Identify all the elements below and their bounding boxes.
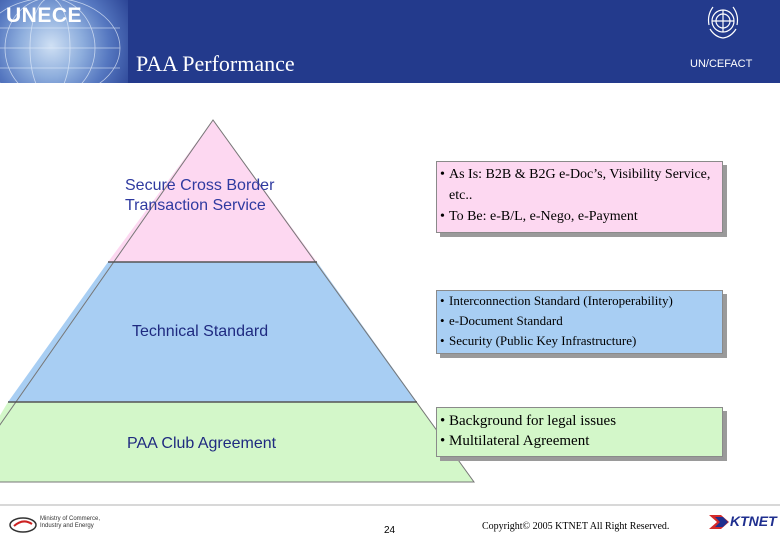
info-box-bottom: Background for legal issues Multilateral… <box>436 407 723 457</box>
page-number: 24 <box>384 525 396 536</box>
info-box-top: As Is: B2B & B2G e-Doc’s, Visibility Ser… <box>436 161 723 233</box>
info-box-middle: Interconnection Standard (Interoperabili… <box>436 290 723 354</box>
pyramid-tier-middle <box>8 262 417 402</box>
tier-label-technical-standard: Technical Standard <box>132 323 269 340</box>
pyramid-tier-bottom <box>0 402 474 482</box>
info-item: Multilateral Agreement <box>440 431 722 451</box>
info-item: Interconnection Standard (Interoperabili… <box>440 291 722 311</box>
tier-label-line2: Transaction Service <box>125 197 266 214</box>
ministry-name-line2: Industry and Energy <box>40 523 94 529</box>
info-item: Background for legal issues <box>440 411 722 431</box>
copyright-text: Copyright© 2005 KTNET All Right Reserved… <box>482 521 670 532</box>
info-item: Security (Public Key Infrastructure) <box>440 331 722 351</box>
ministry-name-line1: Ministry of Commerce, <box>40 516 101 522</box>
subtitle: UN/CEFACT <box>690 58 753 70</box>
ktnet-logo-icon <box>709 515 729 529</box>
tier-label-secure-transaction: Secure Cross Border Transaction Service <box>125 176 325 216</box>
info-item: e-Document Standard <box>440 311 722 331</box>
header-banner: UNECE PAA Performance UN/CEFACT <box>0 0 780 83</box>
ministry-name: Ministry of Commerce, Industry and Energ… <box>40 516 100 530</box>
tier-label-paa-club-agreement: PAA Club Agreement <box>127 435 277 452</box>
info-item: As Is: B2B & B2G e-Doc’s, Visibility Ser… <box>440 164 722 206</box>
tier-label-line1: Secure Cross Border <box>125 177 275 194</box>
pyramid-tier-top <box>108 120 317 262</box>
page-title: PAA Performance <box>136 51 295 76</box>
un-emblem-icon <box>707 6 739 39</box>
globe-graphic <box>0 0 128 83</box>
info-item: To Be: e-B/L, e-Nego, e-Payment <box>440 206 722 227</box>
ministry-logo-icon <box>9 517 37 533</box>
ktnet-brand: KTNET <box>730 513 777 529</box>
unece-logo-text: UNECE <box>6 4 83 27</box>
